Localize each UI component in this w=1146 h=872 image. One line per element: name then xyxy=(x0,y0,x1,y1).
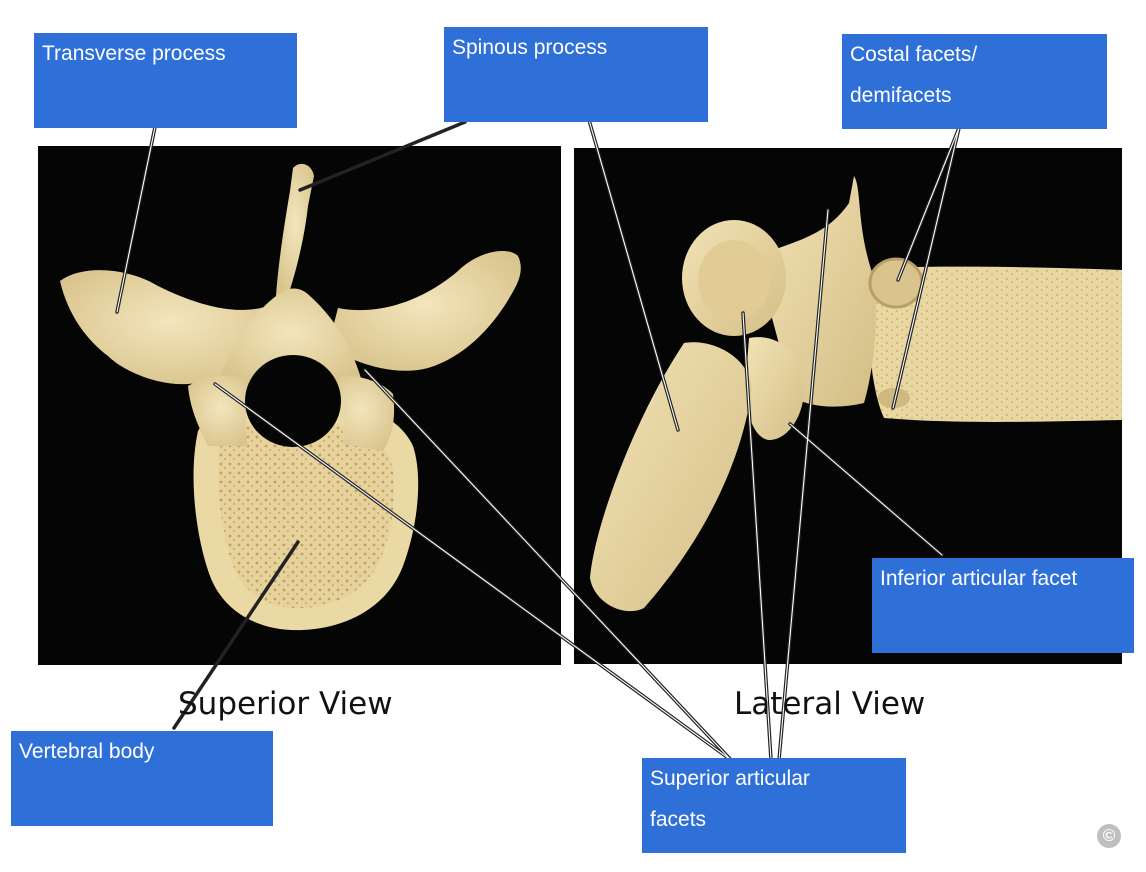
label-superior-articular-facets: Superior articular facets xyxy=(642,758,906,853)
label-transverse-process: Transverse process xyxy=(34,33,297,128)
lateral-view-caption: Lateral View xyxy=(734,686,926,722)
superior-view-photo xyxy=(38,146,561,665)
superior-vertebra-illustration xyxy=(60,163,521,631)
copyright-icon: © xyxy=(1097,824,1121,848)
label-inferior-articular-facet: Inferior articular facet xyxy=(872,558,1134,653)
label-vertebral-body: Vertebral body xyxy=(11,731,273,826)
label-costal-facets: Costal facets/ demifacets xyxy=(842,34,1107,129)
label-spinous-process: Spinous process xyxy=(444,27,708,122)
superior-view-caption: Superior View xyxy=(178,686,393,722)
